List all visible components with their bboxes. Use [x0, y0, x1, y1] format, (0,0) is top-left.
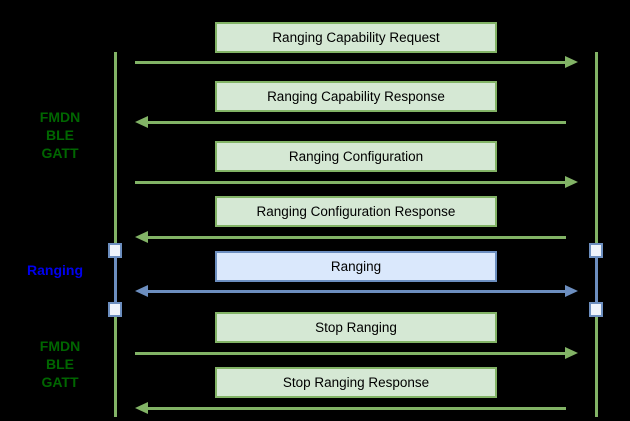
arrow-ranging-configuration — [135, 176, 578, 189]
message-label: Stop Ranging Response — [282, 375, 430, 390]
message-label: Ranging — [330, 259, 382, 274]
message-box-ranging: Ranging — [215, 251, 497, 282]
message-box-ranging-configuration-response: Ranging Configuration Response — [215, 196, 497, 227]
arrow-ranging-configuration-response — [135, 231, 566, 244]
message-box-ranging-configuration: Ranging Configuration — [215, 141, 497, 172]
message-label: Ranging Configuration Response — [256, 204, 456, 219]
message-box-stop-ranging: Stop Ranging — [215, 312, 497, 343]
arrowhead-right-icon — [565, 176, 578, 188]
arrow-stop-ranging — [135, 347, 578, 360]
section-label-line: FMDN — [39, 109, 81, 125]
arrow-stop-ranging-response — [135, 402, 566, 415]
section-label-line: FMDN — [39, 338, 81, 354]
activation-marker-left-end — [108, 302, 122, 317]
lifeline-left — [114, 52, 117, 417]
section-label-ranging: Ranging — [15, 261, 95, 279]
activation-marker-right-start — [589, 243, 603, 258]
arrow-ranging-capability-request — [135, 56, 578, 69]
arrowhead-left-icon — [135, 285, 148, 297]
arrowhead-right-icon — [565, 56, 578, 68]
arrowhead-right-icon — [565, 285, 578, 297]
arrow-line — [135, 181, 567, 184]
section-label-line: BLE — [46, 356, 74, 372]
section-label-fmdn-ble-gatt-top: FMDN BLE GATT — [20, 108, 100, 162]
arrow-line — [146, 121, 566, 124]
message-box-stop-ranging-response: Stop Ranging Response — [215, 367, 497, 398]
message-label: Stop Ranging — [315, 320, 397, 335]
message-label: Ranging Configuration — [288, 149, 424, 164]
arrowhead-left-icon — [135, 116, 148, 128]
arrowhead-left-icon — [135, 402, 148, 414]
message-box-ranging-capability-request: Ranging Capability Request — [215, 22, 497, 53]
activation-marker-right-end — [589, 302, 603, 317]
lifeline-right — [595, 52, 598, 417]
section-label-line: GATT — [41, 145, 79, 161]
lifeline-right-ranging-segment — [595, 250, 598, 312]
arrow-ranging-capability-response — [135, 116, 566, 129]
arrow-line — [146, 290, 567, 293]
arrow-line — [135, 352, 567, 355]
arrowhead-left-icon — [135, 231, 148, 243]
section-label-line: Ranging — [27, 262, 83, 278]
activation-marker-left-start — [108, 243, 122, 258]
section-label-line: GATT — [41, 374, 79, 390]
arrowhead-right-icon — [565, 347, 578, 359]
section-label-fmdn-ble-gatt-bottom: FMDN BLE GATT — [20, 337, 100, 391]
arrow-ranging-bidirectional — [135, 285, 578, 298]
lifeline-left-ranging-segment — [114, 250, 117, 312]
arrow-line — [146, 236, 566, 239]
section-label-line: BLE — [46, 127, 74, 143]
message-label: Ranging Capability Request — [272, 30, 440, 45]
message-label: Ranging Capability Response — [267, 89, 445, 104]
message-box-ranging-capability-response: Ranging Capability Response — [215, 81, 497, 112]
arrow-line — [146, 407, 566, 410]
arrow-line — [135, 61, 567, 64]
